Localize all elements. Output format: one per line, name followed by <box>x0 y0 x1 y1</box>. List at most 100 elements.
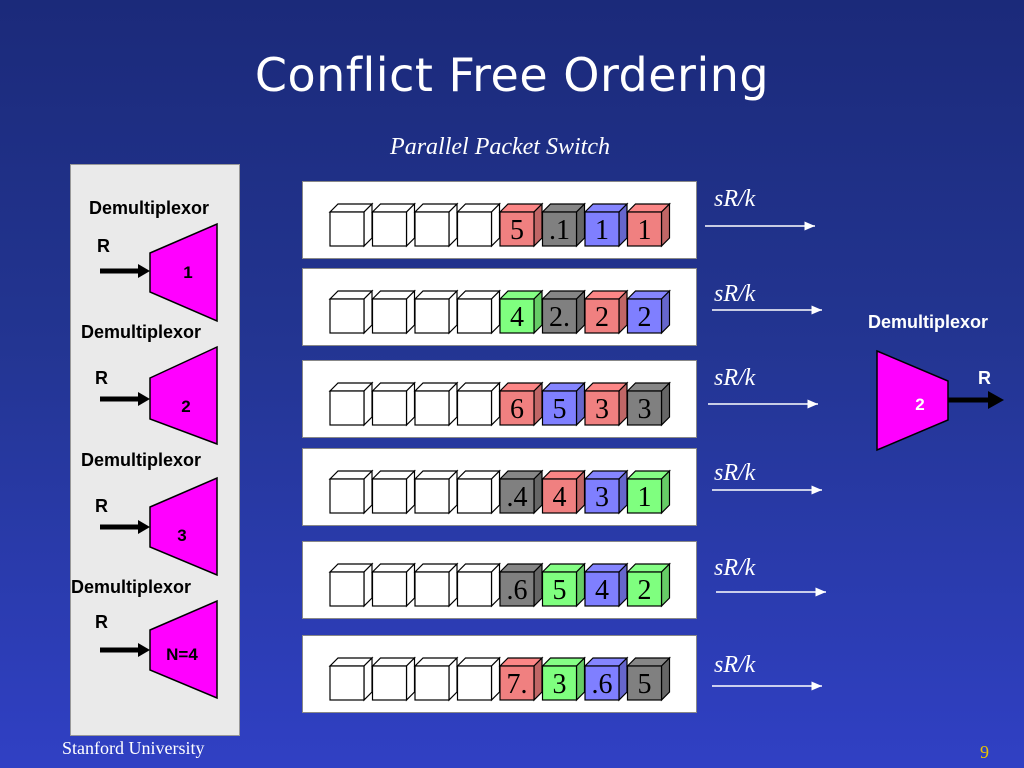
empty-cell-3-3 <box>413 381 459 427</box>
rate-label-4: sR/k <box>714 460 756 486</box>
empty-cell-2-2 <box>371 289 416 335</box>
empty-cell-4-2 <box>371 469 416 515</box>
packet-cell-4-1 <box>498 469 544 515</box>
output-demux-number: 2 <box>915 395 925 414</box>
packet-cell-5-2 <box>541 562 586 608</box>
packet-label-3-3: 3 <box>595 394 609 425</box>
empty-cell-2-1 <box>328 289 374 335</box>
empty-cell-3-2 <box>371 381 416 427</box>
demux-shape-4 <box>149 599 218 700</box>
packet-label-4-3: 3 <box>595 482 609 513</box>
rate-label-1: sR/k <box>714 186 756 212</box>
rate-label-5: sR/k <box>714 555 756 581</box>
packet-label-2-4: 2 <box>638 302 652 333</box>
empty-cell-6-4 <box>456 656 501 702</box>
demux-rate-1: R <box>97 236 110 256</box>
rate-label-2: sR/k <box>714 281 756 307</box>
packet-label-4-4: 1 <box>638 482 652 513</box>
demux-number-4: N=4 <box>166 645 198 664</box>
output-arrowhead <box>988 391 1004 409</box>
packet-cell-4-2 <box>541 469 586 515</box>
diagram-subtitle: Parallel Packet Switch <box>390 134 610 160</box>
demux-label-2: Demultiplexor <box>81 322 202 342</box>
input-arrowhead-4 <box>138 643 150 657</box>
empty-cell-1-2 <box>371 202 416 248</box>
packet-cell-4-3 <box>583 469 629 515</box>
output-demux-shape <box>876 349 949 452</box>
demux-number-3: 3 <box>177 526 187 545</box>
packet-cell-6-2 <box>541 656 586 702</box>
empty-cell-6-2 <box>371 656 416 702</box>
empty-cell-4-4 <box>456 469 501 515</box>
packet-cell-6-4 <box>626 656 671 702</box>
rate-label-3: sR/k <box>714 365 756 391</box>
packet-label-1-3: 1 <box>595 215 609 246</box>
rate-label-6: sR/k <box>714 652 756 678</box>
packet-label-6-3: .6 <box>592 669 613 700</box>
empty-cell-5-1 <box>328 562 374 608</box>
demux-shape-2 <box>149 345 218 446</box>
packet-cell-2-4 <box>626 289 671 335</box>
empty-cell-1-1 <box>328 202 374 248</box>
packet-cell-2-1 <box>498 289 544 335</box>
packet-label-3-1: 6 <box>510 394 524 425</box>
demux-label-3: Demultiplexor <box>81 450 202 470</box>
demux-rate-2: R <box>95 368 108 388</box>
packet-label-6-4: 5 <box>638 669 652 700</box>
packet-cell-5-1 <box>498 562 544 608</box>
output-demux-rate: R <box>978 368 991 388</box>
packet-cell-3-1 <box>498 381 544 427</box>
empty-cell-5-3 <box>413 562 459 608</box>
demux-rate-3: R <box>95 496 108 516</box>
empty-cell-2-3 <box>413 289 459 335</box>
packet-cell-2-2 <box>541 289 586 335</box>
packet-cell-4-4 <box>626 469 671 515</box>
packet-label-2-3: 2 <box>595 302 609 333</box>
demux-shape-3 <box>149 476 218 577</box>
packet-label-3-2: 5 <box>553 394 567 425</box>
packet-label-1-2: .1 <box>549 215 570 246</box>
slide-title: Conflict Free Ordering <box>254 48 770 102</box>
packet-label-4-2: 4 <box>553 482 567 513</box>
demux-number-2: 2 <box>181 397 191 416</box>
packet-cell-2-3 <box>583 289 629 335</box>
empty-cell-3-1 <box>328 381 374 427</box>
packet-label-5-4: 2 <box>638 575 652 606</box>
empty-cell-3-4 <box>456 381 501 427</box>
packet-label-6-2: 3 <box>553 669 567 700</box>
input-arrowhead-1 <box>138 264 150 278</box>
input-arrowhead-3 <box>138 520 150 534</box>
empty-cell-2-4 <box>456 289 501 335</box>
packet-cell-6-1 <box>498 656 544 702</box>
demux-number-1: 1 <box>183 263 193 282</box>
packet-label-2-1: 4 <box>510 302 524 333</box>
empty-cell-1-4 <box>456 202 501 248</box>
empty-cell-5-2 <box>371 562 416 608</box>
empty-cell-6-3 <box>413 656 459 702</box>
demux-shape-1 <box>149 222 218 323</box>
empty-cell-4-1 <box>328 469 374 515</box>
demux-label-1: Demultiplexor <box>89 198 210 218</box>
packet-label-1-4: 1 <box>638 215 652 246</box>
packet-label-3-4: 3 <box>638 394 652 425</box>
empty-cell-4-3 <box>413 469 459 515</box>
demux-rate-4: R <box>95 612 108 632</box>
packet-label-1-1: 5 <box>510 215 524 246</box>
packet-cell-6-3 <box>583 656 629 702</box>
packet-cell-5-3 <box>583 562 629 608</box>
output-demux-label: Demultiplexor <box>868 312 989 332</box>
empty-cell-1-3 <box>413 202 459 248</box>
packet-label-6-1: 7. <box>507 669 528 700</box>
packet-label-5-2: 5 <box>553 575 567 606</box>
demux-label-4: Demultiplexor <box>71 577 192 597</box>
packet-cell-1-3 <box>583 202 629 248</box>
packet-cell-3-4 <box>626 381 671 427</box>
input-arrowhead-2 <box>138 392 150 406</box>
packet-label-5-3: 4 <box>595 575 609 606</box>
packet-cell-5-4 <box>626 562 671 608</box>
packet-label-2-2: 2. <box>549 302 570 333</box>
empty-cell-5-4 <box>456 562 501 608</box>
packet-label-5-1: .6 <box>507 575 528 606</box>
packet-cell-1-4 <box>626 202 671 248</box>
